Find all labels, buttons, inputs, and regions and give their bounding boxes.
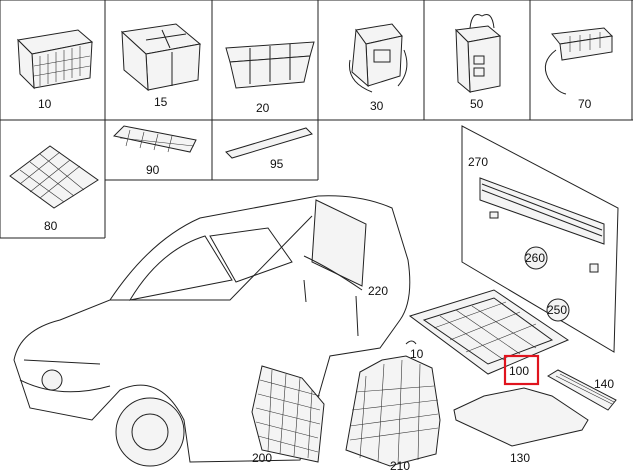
trunk-liner-tray-icon <box>408 289 570 375</box>
storage-crate-icon <box>16 29 94 90</box>
label-210: 210 <box>390 459 410 470</box>
label-90: 90 <box>146 163 160 177</box>
label-200: 200 <box>252 451 272 465</box>
label-50: 50 <box>470 97 484 111</box>
side-grille-icon <box>345 355 441 467</box>
label-130: 130 <box>510 451 530 465</box>
cargo-mat-icon <box>453 387 589 447</box>
label-20: 20 <box>256 101 270 115</box>
highlight-box <box>503 354 540 386</box>
load-sill-strip-icon <box>225 127 313 159</box>
label-30: 30 <box>370 99 384 113</box>
label-70: 70 <box>578 97 592 111</box>
car-outline <box>13 195 411 467</box>
coat-hanger-bag-icon <box>454 14 502 94</box>
dog-guard-partition-icon <box>251 365 325 463</box>
floor-net-icon <box>9 145 99 209</box>
cargo-cover-blind-icon <box>303 199 367 337</box>
label-10: 10 <box>38 97 52 111</box>
power-adapter-icon <box>544 27 614 95</box>
label-10-fastener: 10 <box>410 347 424 361</box>
small-fastener-icon <box>405 340 417 345</box>
load-sill-rail-icon <box>547 369 617 411</box>
catalog-grid <box>0 0 633 239</box>
label-260: 260 <box>525 251 545 265</box>
trunk-organizer-icon <box>120 23 202 92</box>
label-80: 80 <box>44 219 58 233</box>
cargo-tray-box-icon <box>225 41 315 89</box>
label-250: 250 <box>547 303 567 317</box>
label-100: 100 <box>509 364 529 378</box>
label-220: 220 <box>368 284 388 298</box>
mounting-bracket-icon <box>489 211 599 322</box>
part-labels: 10 15 20 30 50 70 80 90 95 270 260 250 2… <box>38 95 614 470</box>
cooler-box-icon <box>348 23 408 93</box>
label-95: 95 <box>270 157 284 171</box>
label-270: 270 <box>468 155 488 169</box>
luggage-net-icon <box>112 125 197 153</box>
label-15: 15 <box>154 95 168 109</box>
label-140: 140 <box>594 377 614 391</box>
roof-rail-bar-icon <box>461 125 619 353</box>
mounting-plate-icon <box>524 246 548 270</box>
